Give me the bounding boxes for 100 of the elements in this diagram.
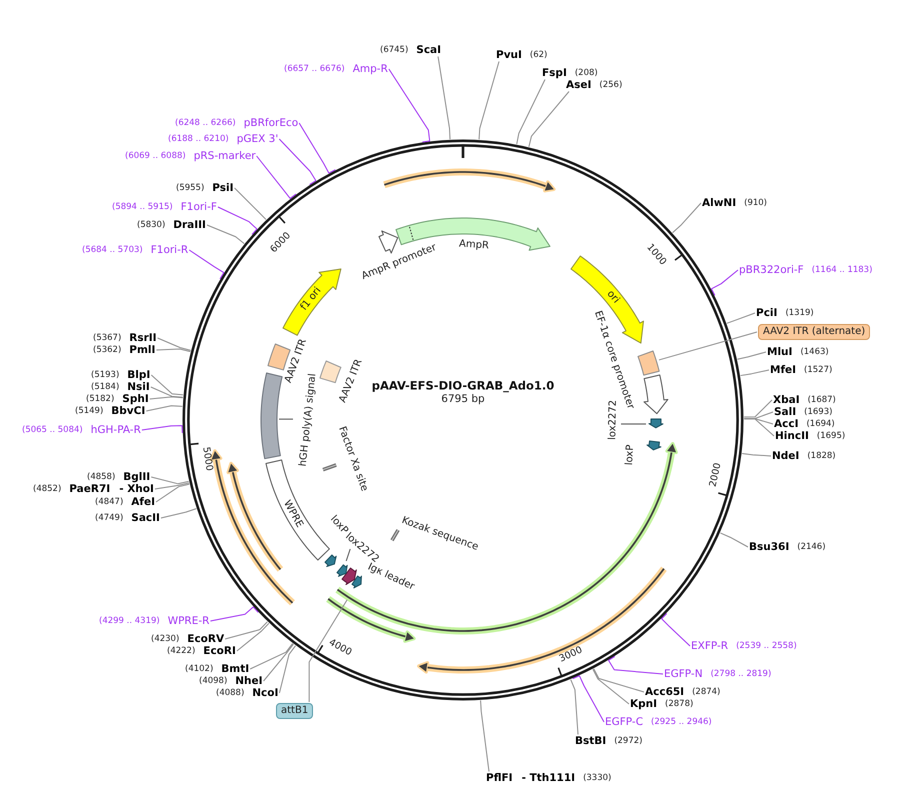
primer-name: pRS-marker [194, 150, 256, 162]
site-position: (910) [744, 198, 767, 208]
primer-range: (5065 .. 5084) [22, 424, 83, 436]
leader-line [250, 642, 294, 670]
enzyme-name: FspI [542, 68, 567, 78]
enzyme-name: NsiI [127, 382, 150, 392]
enzyme-name: HincII [775, 430, 809, 442]
enzyme-name: PmlI [129, 344, 156, 356]
enzyme-name: MfeI [770, 364, 796, 376]
leader-line [516, 79, 546, 145]
primer-range: (2539 .. 2558) [736, 640, 797, 652]
enzyme-name: Acc65I [645, 686, 684, 698]
leader-line [234, 188, 267, 220]
plasmid-name: pAAV-EFS-DIO-GRAB_Ado1.0 [372, 380, 554, 392]
site-position: (5193) [91, 370, 120, 380]
primer-range: (4299 .. 4319) [99, 616, 160, 626]
enzyme-name: KpnI [630, 698, 658, 710]
enzyme-name: - XhoI [119, 484, 154, 494]
site-position: (4230) [151, 634, 180, 644]
feature-label: f1 ori [298, 286, 324, 313]
primer-range: (6069 .. 6088) [125, 150, 186, 162]
primer-range: (6657 .. 6676) [284, 64, 345, 74]
primer-name: EGFP-N [664, 668, 703, 680]
enzyme-name: - Tth111I [522, 772, 576, 784]
site-position: (2874) [692, 686, 720, 698]
site-position: (1828) [807, 450, 836, 462]
site-position: (4852) [33, 484, 62, 494]
site-position: (5184) [91, 382, 120, 392]
leader-line [263, 644, 294, 682]
enzyme-name: DraIII [173, 220, 206, 230]
enzyme-name: PaeR7I [69, 484, 110, 494]
enzyme-name: SalI [774, 406, 796, 418]
enzyme-name: NheI [235, 676, 263, 686]
leader-line [298, 122, 336, 174]
feature-tag: attB1 [276, 703, 314, 719]
leader-line [150, 386, 184, 398]
site-position: (4858) [87, 472, 116, 482]
leader-line [160, 508, 197, 518]
leader-line [150, 476, 190, 484]
leader-line [726, 312, 756, 324]
leader-line [480, 700, 490, 772]
site-position: (5367) [93, 332, 122, 344]
leader-line [478, 61, 500, 140]
leader-line [224, 621, 268, 640]
leader-line [210, 606, 259, 622]
leader-line [744, 412, 774, 420]
leader-line [572, 675, 604, 722]
enzyme-name: ScaI [416, 44, 442, 56]
leader-line [154, 482, 190, 490]
leader-line [278, 645, 296, 694]
leader-line [608, 656, 664, 674]
site-position: (1319) [785, 308, 814, 318]
site-position: (1463) [800, 346, 829, 358]
site-position: (62) [530, 50, 548, 60]
leader-line [736, 352, 766, 360]
site-position: (4222) [167, 646, 196, 656]
primer-name: pGEX 3' [236, 134, 278, 144]
site-position: (1694) [806, 418, 835, 430]
primer-name: pBR322ori-F [739, 264, 804, 276]
leader-line [256, 156, 296, 199]
enzyme-name: BbvCI [111, 406, 146, 416]
enzyme-name: Bsu36I [749, 542, 790, 552]
site-position: (4749) [95, 512, 124, 524]
leader-line [141, 425, 183, 434]
tick-label: 3000 [558, 646, 584, 665]
enzyme-name: EcoRI [203, 646, 236, 656]
primer-name: EXFP-R [691, 640, 728, 652]
site-position: (2972) [614, 736, 642, 746]
site-position: (3330) [583, 772, 612, 784]
feature-label: AmpR [458, 238, 490, 252]
feature-label: ori [604, 288, 622, 306]
primer-name: EGFP-C [605, 716, 644, 728]
enzyme-name: NcoI [252, 688, 278, 698]
leader-line [593, 668, 644, 692]
leader-line [157, 338, 192, 351]
site-position: (1695) [816, 430, 846, 442]
enzyme-name: AccI [774, 418, 798, 430]
leader-line [308, 599, 348, 702]
site-position: (4098) [199, 676, 228, 686]
leader-line [672, 202, 702, 234]
leader-line [217, 206, 258, 235]
leader-line [740, 370, 770, 376]
leader-line [206, 224, 245, 244]
enzyme-name: EcoRV [187, 634, 224, 644]
primer-name: pBRforEco [244, 118, 298, 128]
site-position: (5955) [176, 182, 204, 194]
enzyme-name: PvuI [496, 50, 522, 60]
plasmid-size: 6795 bp [441, 393, 485, 405]
tick-label: 5000 [200, 446, 214, 472]
site-position: (1687) [808, 394, 836, 406]
leader-line [236, 622, 270, 652]
enzyme-name: SphI [122, 394, 149, 404]
leader-line [150, 374, 184, 396]
primer-name: WPRE-R [168, 616, 210, 626]
leader-line [592, 668, 630, 704]
site-position: (5149) [75, 406, 104, 416]
leader-line [744, 418, 774, 436]
enzyme-name: BglII [123, 472, 150, 482]
leader-line [278, 138, 316, 186]
primer-name: F1ori-R [150, 244, 188, 256]
